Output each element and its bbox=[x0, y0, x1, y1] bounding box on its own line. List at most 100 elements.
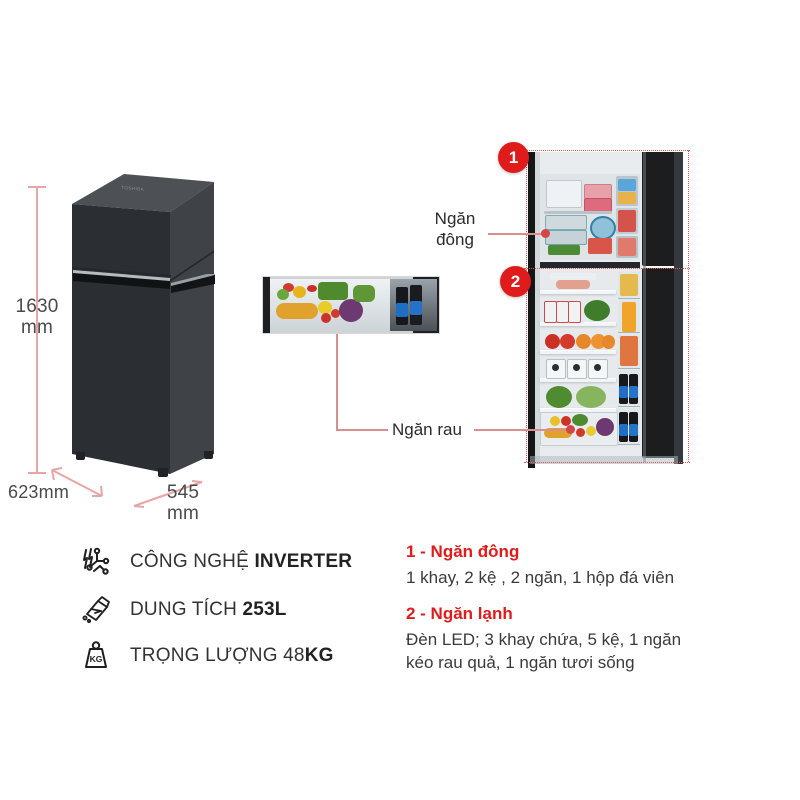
ice-box bbox=[546, 180, 582, 208]
door-bottle-label-1 bbox=[619, 386, 628, 398]
freezer-leader-dot bbox=[541, 229, 550, 238]
width-unit: mm bbox=[166, 503, 200, 524]
crisper-drawer-inset-image bbox=[262, 276, 440, 334]
veg-pepper-red bbox=[283, 283, 294, 292]
crisper-leader-dot bbox=[566, 425, 575, 434]
crisper-pepper-red bbox=[561, 416, 571, 426]
freezer-bowl-blue bbox=[590, 216, 616, 240]
food-broccoli bbox=[584, 300, 610, 321]
height-guide-cap-bottom bbox=[28, 472, 46, 474]
width-dimension-label: 545 mm bbox=[140, 482, 226, 524]
veg-squash bbox=[276, 303, 318, 319]
door-handle bbox=[171, 272, 215, 293]
door-bottle-label-2 bbox=[629, 386, 638, 398]
freezer-fridge-divider bbox=[540, 262, 640, 268]
inset-left-bezel bbox=[263, 277, 270, 333]
feature-label-weight: TRỌNG LƯỢNG 48KG bbox=[130, 645, 334, 667]
badge-2-number: 2 bbox=[510, 271, 521, 291]
spec-body-fridge: Đèn LED; 3 khay chứa, 5 kệ, 1 ngăn kéo r… bbox=[406, 628, 681, 674]
freezer-box-teal-1 bbox=[545, 215, 587, 230]
inverter-icon bbox=[76, 542, 116, 582]
feature-weight-prefix: TRỌNG LƯỢNG 48 bbox=[130, 645, 305, 666]
height-guide-cap-top bbox=[28, 186, 46, 188]
door-outer-edge bbox=[674, 152, 683, 464]
svg-text:KG: KG bbox=[90, 654, 103, 664]
crisper-leader-horizontal-left bbox=[336, 429, 388, 431]
food-lettuce bbox=[576, 386, 606, 408]
feature-inverter-prefix: CÔNG NGHỆ bbox=[130, 551, 255, 572]
freezer-door-pack-1 bbox=[618, 179, 636, 191]
door-bottle-label-4 bbox=[629, 424, 638, 436]
fridge-shelf-3 bbox=[540, 350, 616, 354]
fridge-compartment bbox=[540, 268, 640, 448]
veg-pepper-green bbox=[277, 289, 289, 300]
crisper-greens bbox=[572, 414, 588, 426]
feature-row-weight: KG TRỌNG LƯỢNG 48KG bbox=[76, 636, 334, 676]
freezer-door-pack-4 bbox=[618, 238, 636, 256]
food-cabbage-green bbox=[546, 386, 572, 408]
freezer-box-teal-2 bbox=[545, 230, 587, 245]
callout-freezer-line2: đông bbox=[436, 230, 474, 249]
veg-purple-cabbage bbox=[339, 299, 363, 322]
freezer-container-meat-2 bbox=[584, 198, 612, 212]
spec-fridge-line-2: kéo rau quả, 1 ngăn tươi sống bbox=[406, 653, 635, 672]
food-tomato-1 bbox=[545, 334, 560, 349]
cabinet-left-wall bbox=[534, 152, 540, 464]
freezer-greens bbox=[548, 245, 580, 255]
height-guide-line bbox=[36, 186, 38, 474]
freezer-leader-line bbox=[488, 233, 545, 235]
food-carton-3 bbox=[568, 301, 581, 323]
veg-tomato-1 bbox=[321, 313, 331, 323]
inset-bottle-label-2 bbox=[410, 301, 422, 315]
spec-fridge-line-1: Đèn LED; 3 khay chứa, 5 kệ, 1 ngăn bbox=[406, 630, 682, 649]
door-item-pack-2 bbox=[620, 336, 638, 366]
width-value: 545 bbox=[166, 482, 200, 503]
feature-row-inverter: CÔNG NGHỆ INVERTER bbox=[76, 542, 352, 582]
feature-label-capacity: DUNG TÍCH 253L bbox=[130, 599, 287, 621]
closed-refrigerator-image: TOSHIBA bbox=[58, 168, 228, 488]
freezer-compartment bbox=[540, 174, 640, 260]
handle-front bbox=[73, 268, 171, 289]
food-jar-lid-1 bbox=[552, 364, 559, 371]
depth-guide-arrow bbox=[48, 466, 110, 502]
bounding-line-bottom bbox=[524, 462, 690, 463]
veg-cabbage-green bbox=[353, 285, 375, 302]
veg-greens bbox=[318, 282, 348, 300]
badge-1-number: 1 bbox=[508, 147, 519, 167]
fridge-foot-back bbox=[204, 451, 213, 459]
freezer-door-pack-3 bbox=[618, 210, 636, 232]
spec-heading-freezer: 1 - Ngăn đông bbox=[406, 542, 520, 561]
width-guide-arrow bbox=[130, 478, 210, 512]
feature-capacity-value: 253L bbox=[242, 599, 287, 620]
freezer-shelf-upper bbox=[544, 211, 612, 214]
freezer-door-pack-2 bbox=[618, 192, 636, 204]
height-value: 1630 bbox=[15, 296, 59, 317]
freezer-box-red bbox=[588, 238, 612, 254]
feature-weight-value: KG bbox=[304, 645, 334, 666]
inset-bottle-label-1 bbox=[396, 303, 408, 317]
spec-freezer-line-1: 1 khay, 2 kệ , 2 ngăn, 1 hộp đá viên bbox=[406, 568, 675, 587]
fridge-foot-left bbox=[76, 452, 85, 460]
food-fish-tray bbox=[556, 280, 590, 289]
bounding-line-right bbox=[688, 150, 689, 462]
weight-icon: KG bbox=[76, 636, 116, 676]
bounding-line-left bbox=[526, 150, 527, 462]
feature-capacity-prefix: DUNG TÍCH bbox=[130, 599, 243, 620]
fridge-door-panel bbox=[642, 268, 676, 458]
capacity-icon bbox=[76, 590, 116, 630]
open-refrigerator-image bbox=[524, 152, 690, 472]
badge-1: 1 bbox=[498, 142, 529, 173]
badge-2: 2 bbox=[500, 266, 531, 297]
door-bottle-label-3 bbox=[619, 424, 628, 436]
spec-body-freezer: 1 khay, 2 kệ , 2 ngăn, 1 hộp đá viên bbox=[406, 566, 674, 589]
feature-label-inverter: CÔNG NGHỆ INVERTER bbox=[130, 551, 352, 573]
height-unit: mm bbox=[20, 317, 54, 338]
crisper-tomato bbox=[576, 428, 585, 437]
food-jar-lid-2 bbox=[573, 364, 580, 371]
crisper-purple-cabbage bbox=[596, 418, 614, 436]
callout-label-freezer: Ngăn đông bbox=[420, 208, 490, 250]
height-dimension-label: 1630 mm bbox=[2, 296, 72, 338]
crisper-squash bbox=[544, 428, 572, 438]
freezer-container-meat-1 bbox=[584, 184, 612, 199]
